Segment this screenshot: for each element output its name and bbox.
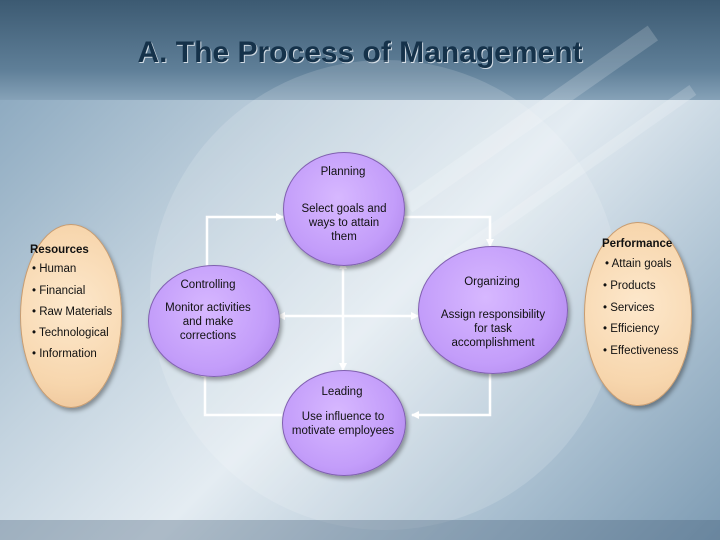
resources-item: • Technological — [32, 327, 109, 339]
planning-label: Planning — [320, 166, 366, 178]
performance-ellipse — [584, 222, 692, 406]
performance-item: • Products — [603, 280, 656, 292]
planning-description: Select goals and ways to attain them — [301, 203, 387, 243]
controlling-node — [148, 265, 280, 377]
performance-item: • Attain goals — [605, 258, 672, 270]
resources-ellipse — [20, 224, 122, 408]
resources-item: • Human — [32, 263, 77, 275]
controlling-description: Monitor activities and make corrections — [165, 302, 251, 342]
resources-item: • Raw Materials — [32, 306, 113, 318]
arrow-planning-to-organizing — [402, 215, 494, 247]
organizing-description: Assign responsibility for task accomplis… — [440, 309, 546, 349]
arrow-leading-to-controlling — [201, 369, 282, 417]
organizing-label: Organizing — [464, 276, 520, 288]
arrow-controlling-to-planning — [205, 213, 284, 268]
arrow-organizing-to-leading — [411, 370, 492, 419]
leading-description: Use influence to motivate employees — [291, 411, 395, 437]
controlling-label: Controlling — [180, 279, 236, 291]
planning-node — [283, 152, 405, 266]
performance-item: • Services — [603, 302, 655, 314]
leading-label: Leading — [321, 386, 363, 398]
performance-title: Performance — [602, 238, 673, 250]
slide-title: A. The Process of Management — [137, 36, 583, 69]
title-banner — [0, 0, 720, 100]
resources-item: • Financial — [32, 285, 86, 297]
performance-item: • Efficiency — [603, 323, 660, 335]
bottom-band — [0, 520, 720, 540]
leading-node — [282, 370, 406, 476]
organizing-node — [418, 246, 568, 374]
performance-item: • Effectiveness — [603, 345, 679, 357]
resources-item: • Information — [32, 348, 97, 360]
resources-title: Resources — [30, 244, 89, 256]
